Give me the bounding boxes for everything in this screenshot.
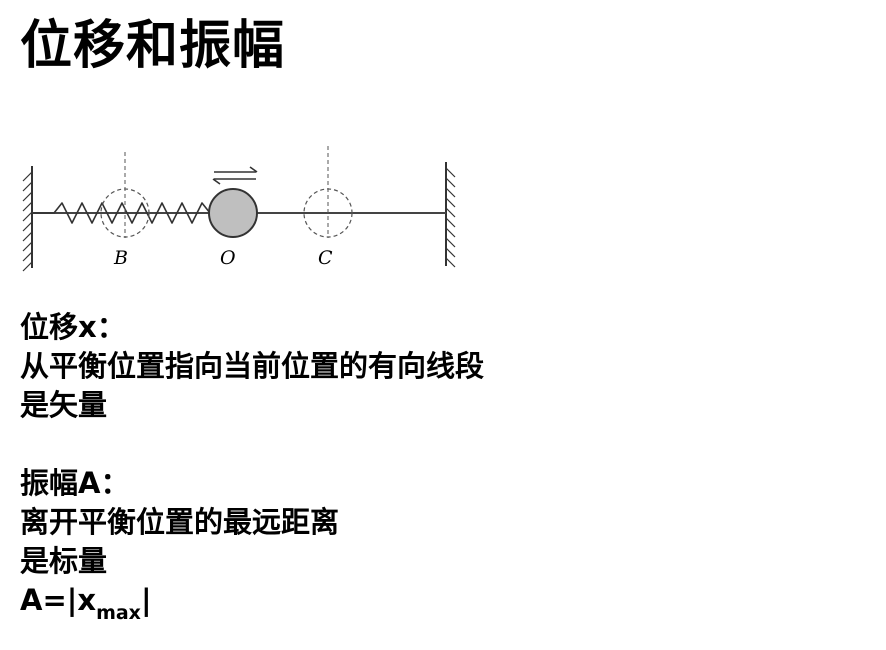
spring-oscillator-diagram: B O C (18, 142, 468, 276)
displacement-nature: 是矢量 (20, 388, 108, 422)
amplitude-formula: A=|xmax| (20, 581, 484, 624)
mass-ball (208, 188, 258, 238)
amplitude-nature: 是标量 (20, 544, 108, 578)
spring (32, 202, 211, 224)
section-spacer (20, 425, 484, 464)
formula-var: x (77, 583, 97, 617)
label-c: C (318, 247, 333, 269)
formula-lhs: A= (20, 583, 67, 617)
page-title: 位移和振幅 (20, 16, 286, 76)
left-wall (22, 166, 33, 272)
position-b-circle (100, 188, 150, 238)
amplitude-definition: 离开平衡位置的最远距离 (20, 505, 340, 539)
position-c-circle (303, 188, 353, 238)
content-block: 位移x： 从平衡位置指向当前位置的有向线段 是矢量 振幅A： 离开平衡位置的最远… (20, 308, 485, 624)
label-b: B (113, 247, 128, 269)
label-o: O (220, 247, 236, 269)
displacement-heading: 位移x： (20, 310, 126, 344)
formula-subscript: max (96, 602, 141, 624)
displacement-definition: 从平衡位置指向当前位置的有向线段 (20, 349, 485, 383)
right-wall (445, 162, 456, 268)
formula-bar-close: | (140, 583, 152, 617)
motion-arrows (212, 166, 258, 185)
amplitude-heading: 振幅A： (20, 466, 130, 500)
formula-bar-open: | (66, 583, 78, 617)
